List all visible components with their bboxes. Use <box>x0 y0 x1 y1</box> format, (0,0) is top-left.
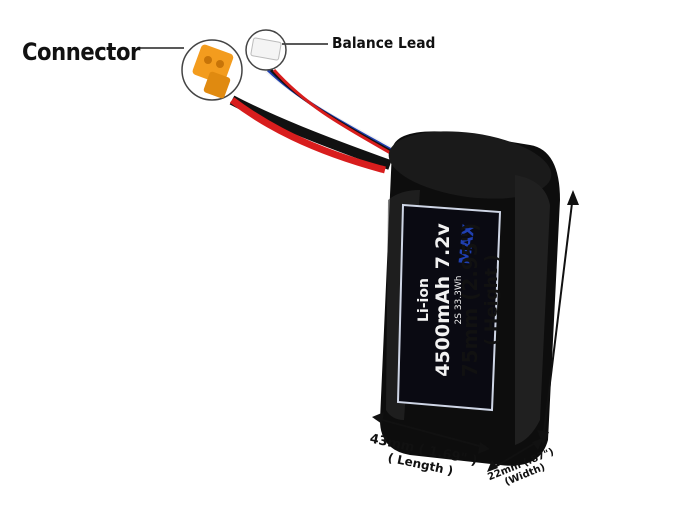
height-label: ( Height ) <box>482 254 502 346</box>
battery-pack: MAX <box>380 131 560 466</box>
height-arrow <box>537 190 579 445</box>
length-arrow <box>372 412 490 454</box>
width-arrow <box>487 438 543 472</box>
chemistry-text: Li-ion <box>416 278 432 322</box>
capacity-text: 4500mAh 7.2v <box>432 223 454 377</box>
height-dimension: 75mm (2.95") ( Height ) <box>458 205 502 395</box>
balance-plug <box>245 29 287 71</box>
height-value: 75mm (2.95") <box>458 222 482 378</box>
connector-callout: Connector <box>22 38 140 66</box>
wire-bundle <box>229 68 402 174</box>
xt60-connector <box>181 39 243 101</box>
svg-text:MAX: MAX <box>455 222 478 265</box>
battery-label: Li-ion 4500mAh 7.2v 2S 33.3Wh <box>416 180 464 420</box>
balance-lead-callout: Balance Lead <box>332 34 436 52</box>
